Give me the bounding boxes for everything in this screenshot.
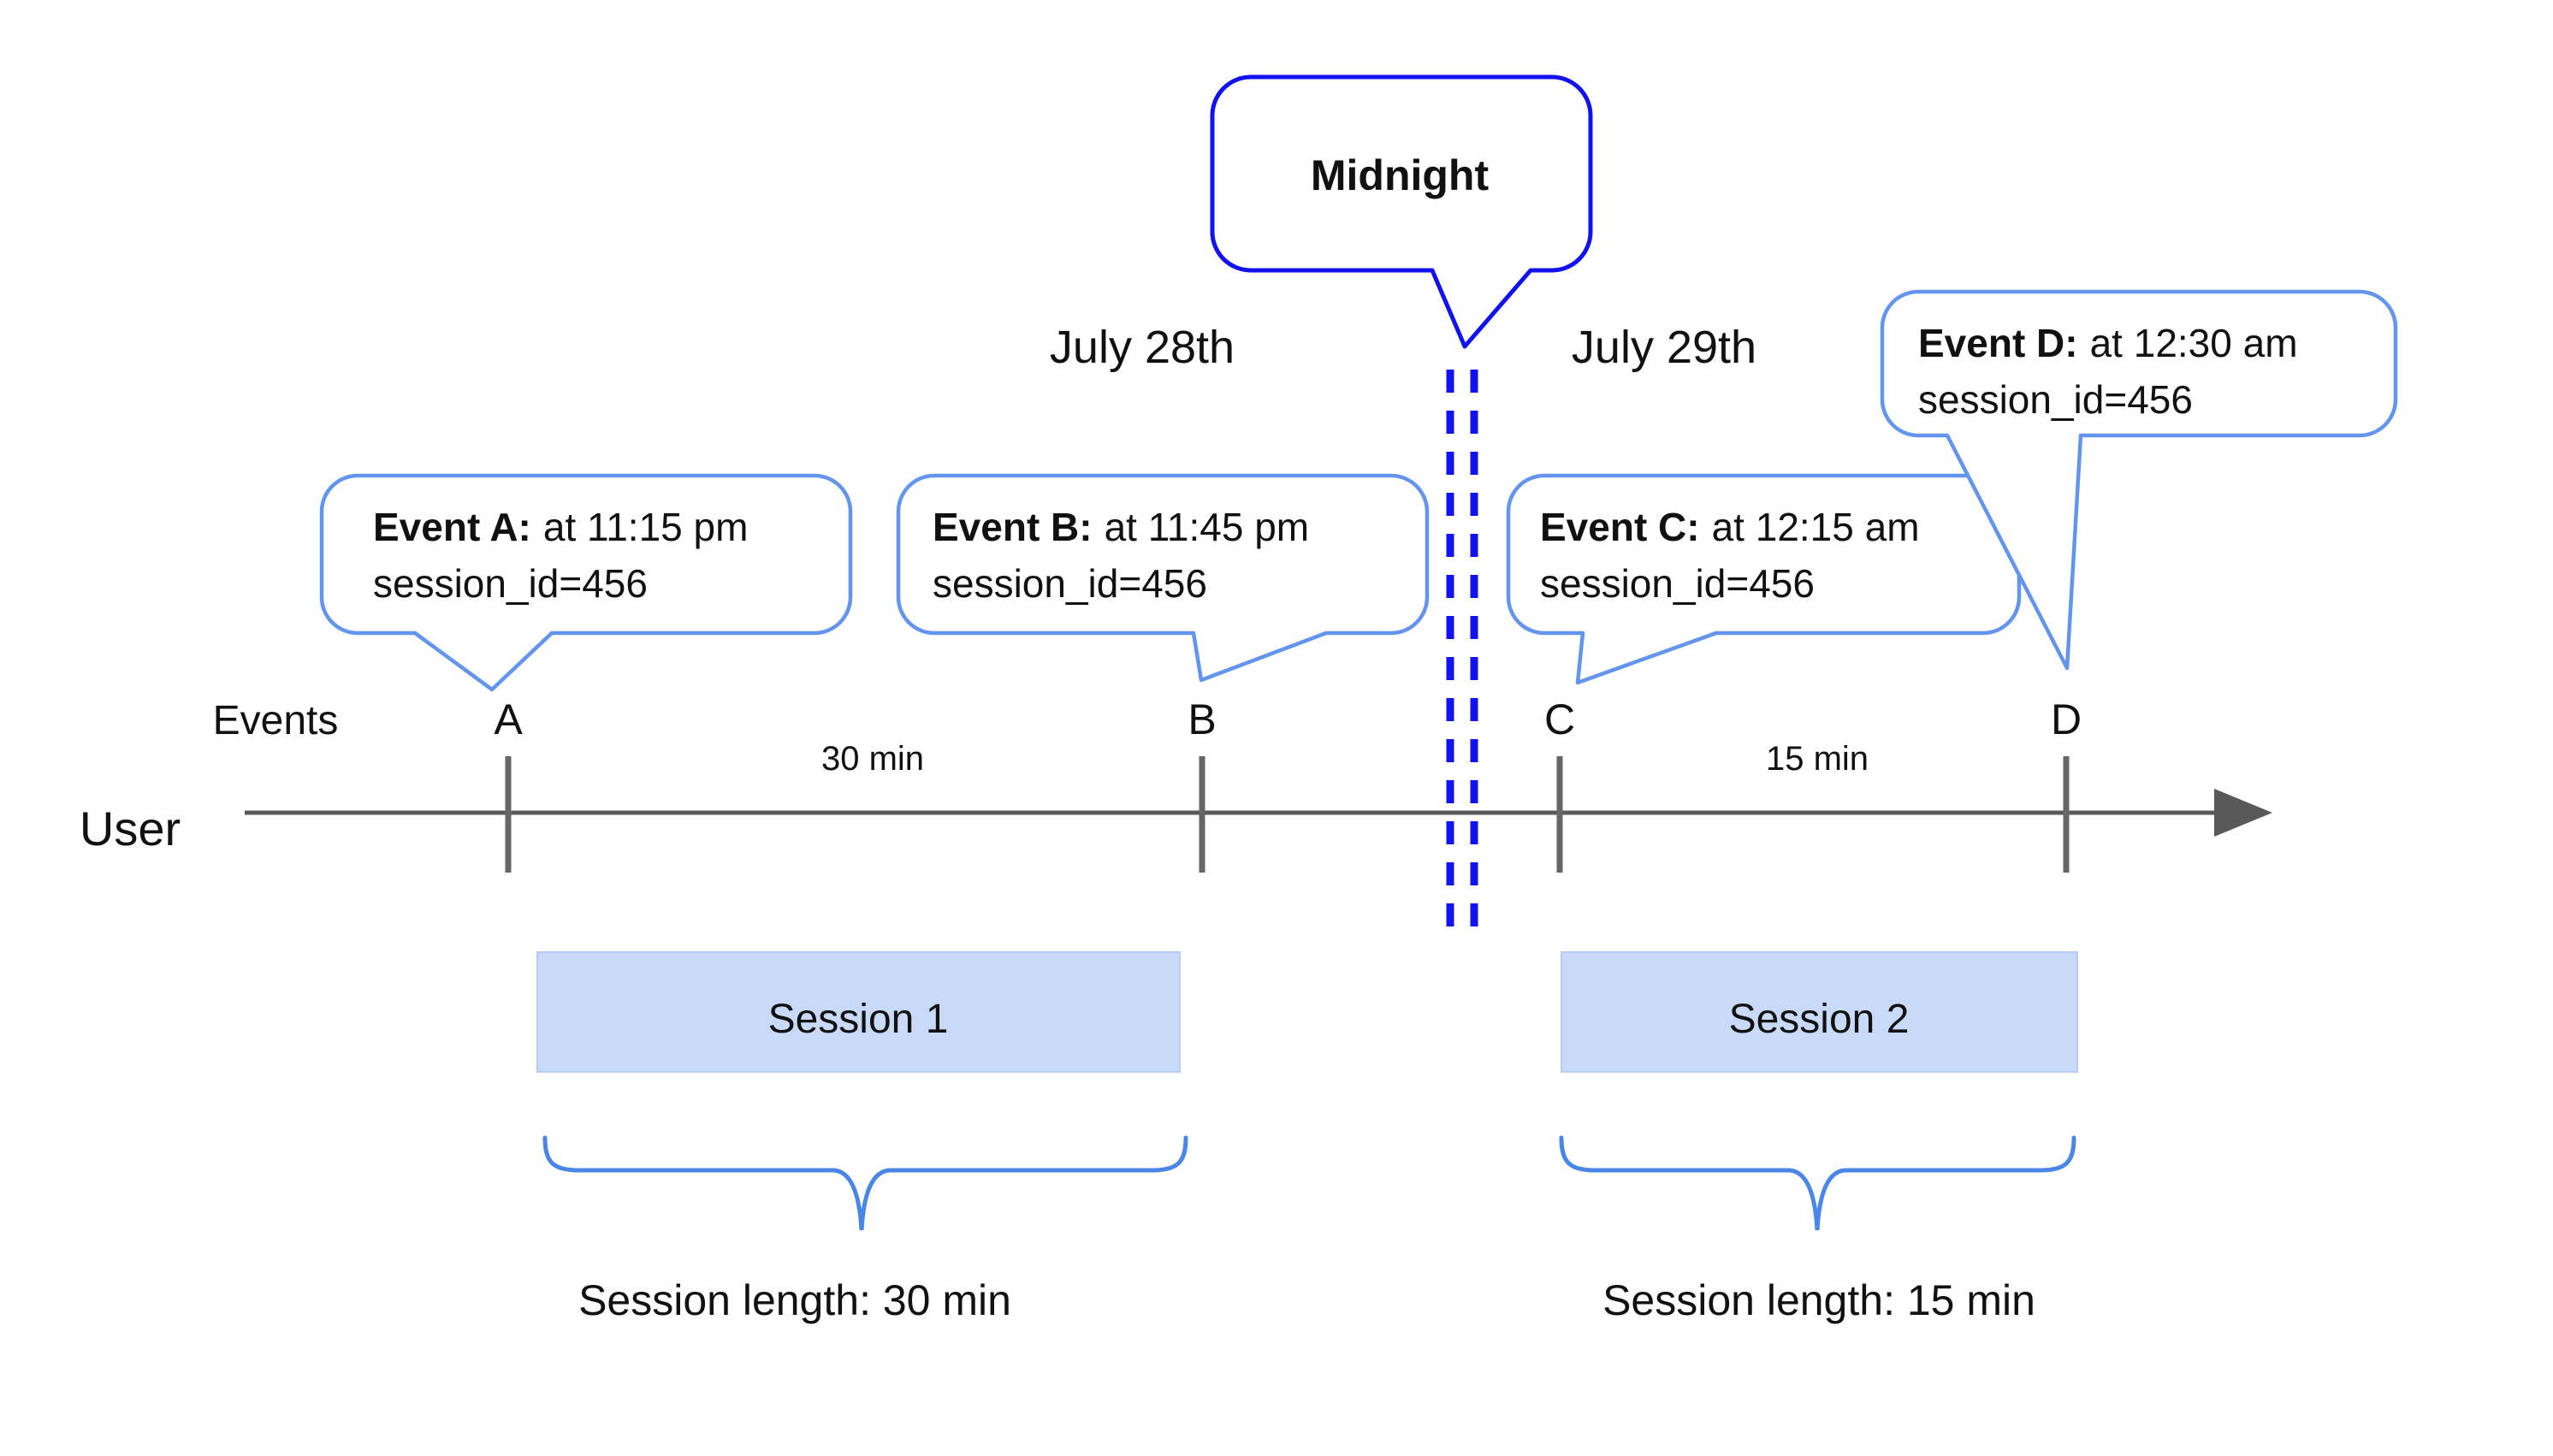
event-a-bubble: Event A: at 11:15 pm session_id=456 — [319, 473, 853, 692]
sessions: Session 1 Session 2 Session length: 30 m… — [536, 951, 2078, 1324]
event-a-marker: A — [494, 695, 523, 743]
event-c-session-id: session_id=456 — [1540, 561, 1815, 606]
event-a-time: at 11:15 pm — [543, 505, 749, 549]
session-2-brace — [1559, 1135, 2076, 1231]
date-july-29-label: July 29th — [1572, 322, 1756, 373]
interval-15min-label: 15 min — [1766, 740, 1869, 778]
event-b-bubble-line1: Event B: at 11:45 pm — [933, 505, 1309, 549]
event-c-time: at 12:15 am — [1712, 505, 1920, 549]
session-2-length-label: Session length: 15 min — [1602, 1276, 2035, 1324]
session-1-length-label: Session length: 30 min — [578, 1276, 1011, 1324]
event-d-title: Event D: — [1918, 321, 2078, 365]
event-d-bubble-line1: Event D: at 12:30 am — [1918, 321, 2298, 365]
event-b-time: at 11:45 pm — [1105, 505, 1310, 549]
event-b-title: Event B: — [933, 505, 1093, 549]
event-c-bubble-line1: Event C: at 12:15 am — [1540, 505, 1920, 549]
user-axis-label: User — [80, 802, 181, 855]
event-c-marker: C — [1544, 695, 1575, 743]
interval-labels: 30 min 15 min — [821, 740, 1869, 778]
event-d-bubble-shape — [1880, 289, 2398, 671]
session-1-box — [536, 951, 1181, 1073]
event-bubbles: Event A: at 11:15 pm session_id=456 Event… — [319, 289, 2398, 692]
events-axis-label: Events — [213, 698, 339, 743]
session-2-box — [1561, 951, 2078, 1073]
event-d-bubble: Event D: at 12:30 am session_id=456 — [1880, 289, 2398, 671]
event-a-bubble-shape — [319, 473, 853, 692]
midnight-callout-label: Midnight — [1311, 151, 1490, 199]
session-1-brace — [542, 1135, 1188, 1231]
session-1-label: Session 1 — [768, 997, 949, 1042]
event-d-time: at 12:30 am — [2090, 321, 2298, 365]
event-a-bubble-line1: Event A: at 11:15 pm — [373, 505, 748, 549]
session-2-label: Session 2 — [1729, 997, 1910, 1042]
event-b-marker: B — [1188, 695, 1216, 743]
event-c-bubble: Event C: at 12:15 am session_id=456 — [1506, 473, 2022, 685]
event-a-session-id: session_id=456 — [373, 561, 648, 606]
event-b-bubble: Event B: at 11:45 pm session_id=456 — [896, 473, 1430, 683]
midnight-boundary: July 28th July 29th Midnight — [1050, 74, 1756, 943]
timeline-arrowhead-icon — [2214, 789, 2272, 837]
timeline-axis: Events User — [80, 698, 2272, 873]
date-july-28-label: July 28th — [1050, 322, 1235, 373]
event-d-session-id: session_id=456 — [1918, 377, 2193, 422]
event-b-bubble-shape — [896, 473, 1430, 683]
event-c-title: Event C: — [1540, 505, 1700, 549]
event-b-session-id: session_id=456 — [933, 561, 1207, 606]
event-markers: A B C D — [494, 695, 2082, 743]
interval-30min-label: 30 min — [821, 740, 924, 778]
event-a-title: Event A: — [373, 505, 531, 549]
midnight-callout-bubble — [1210, 74, 1593, 349]
event-d-marker: D — [2051, 695, 2082, 743]
